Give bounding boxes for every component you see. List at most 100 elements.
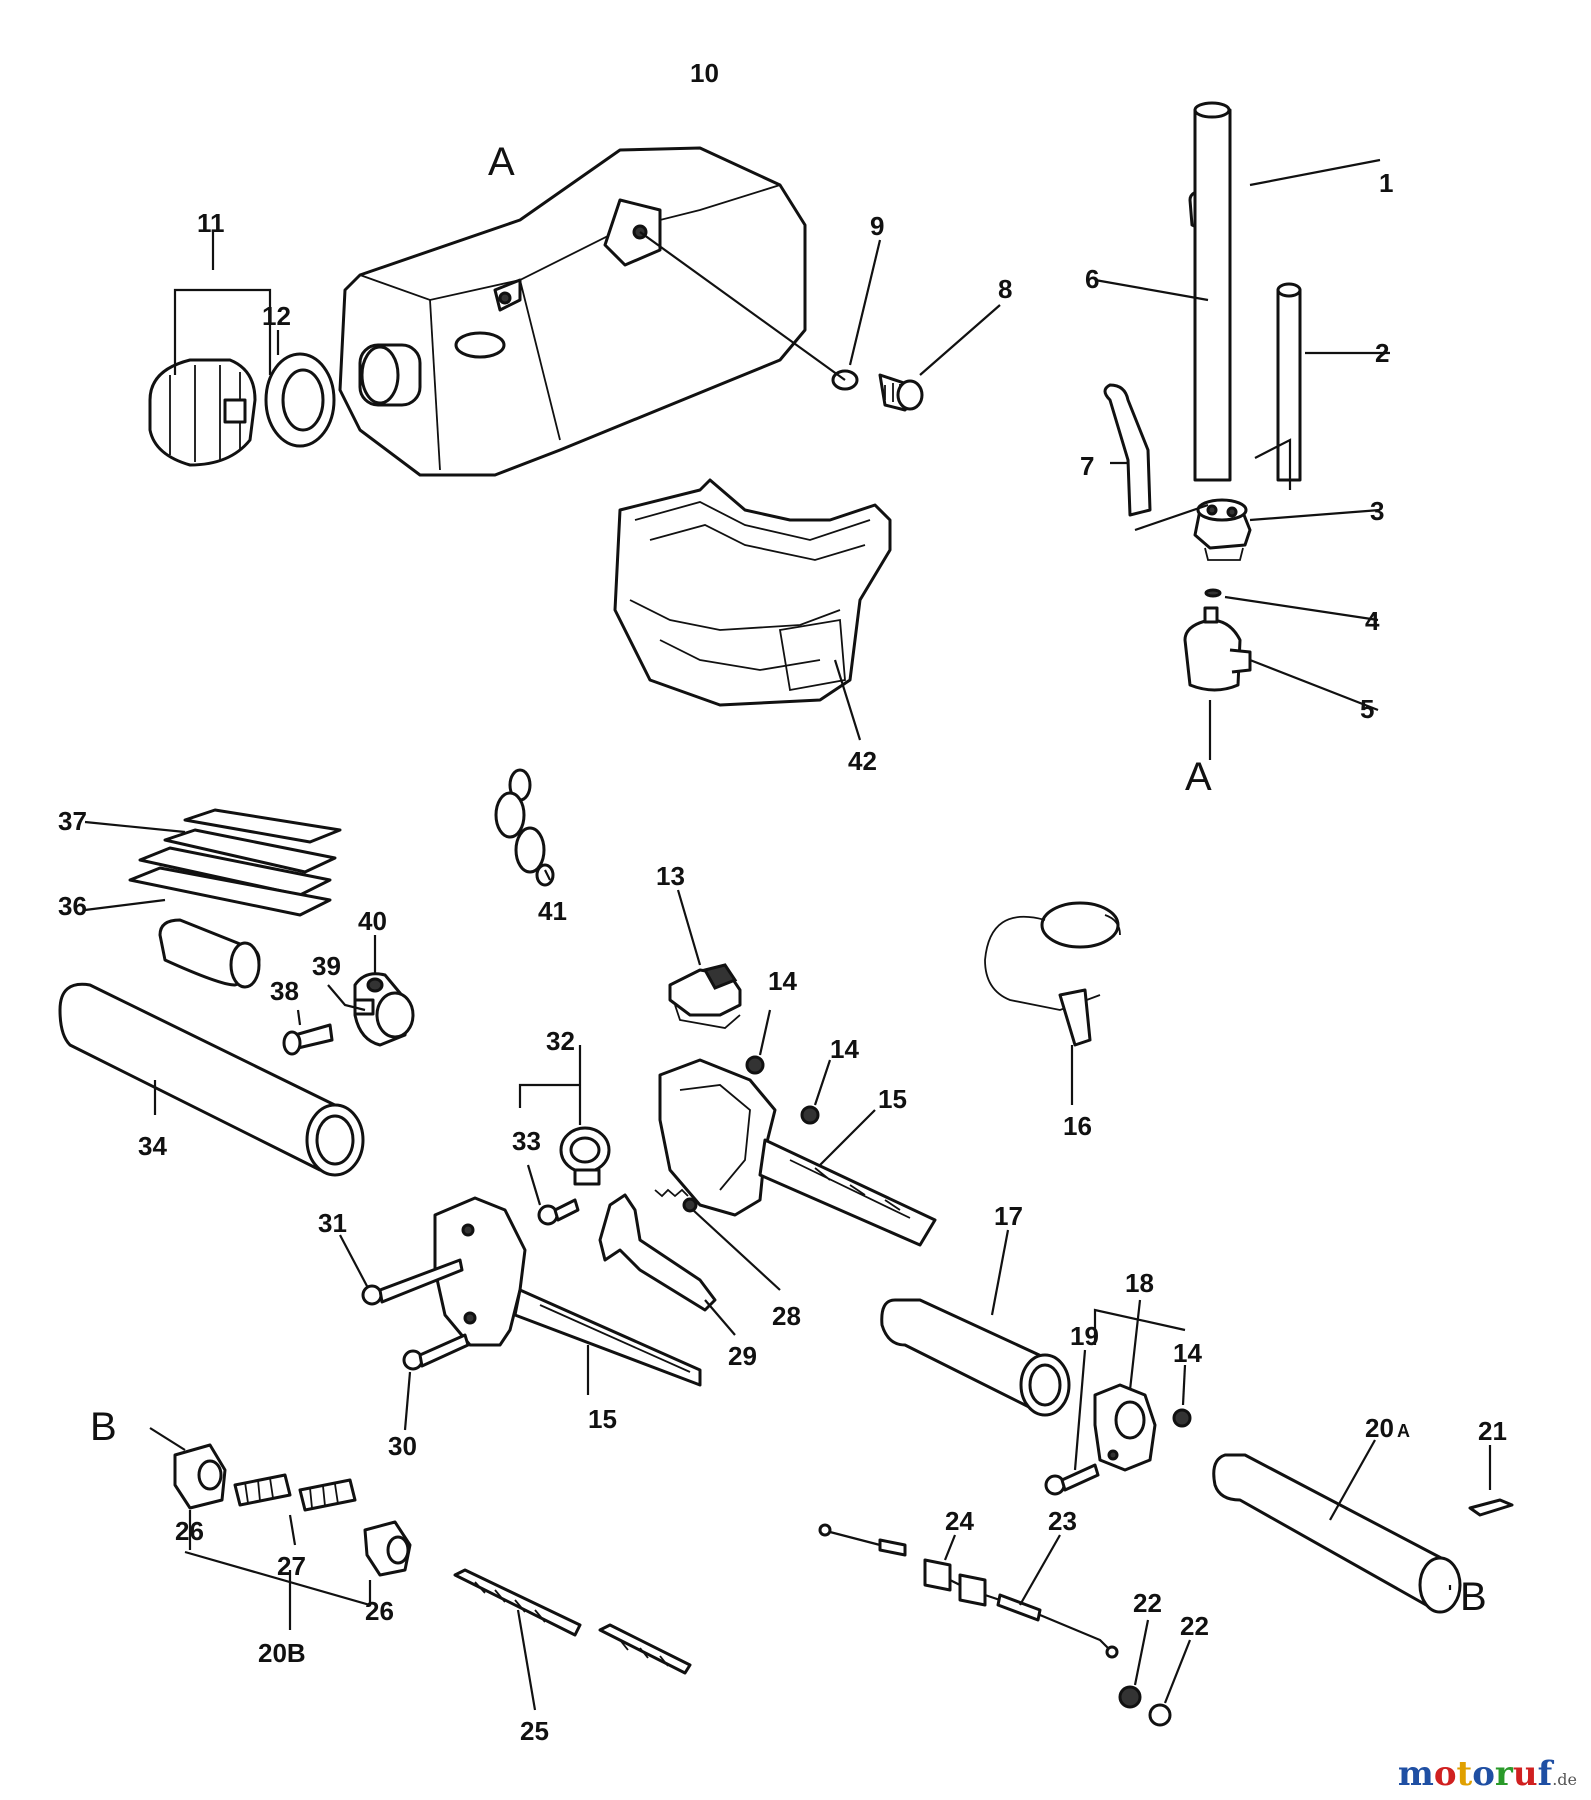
part-label-20a-suffix: A (1397, 1421, 1410, 1441)
grip-17 (880, 1298, 1071, 1417)
part-label-40: 40 (358, 906, 387, 936)
trigger-29 (598, 1193, 717, 1312)
watermark-letter: o (1472, 1754, 1495, 1794)
tube-34 (58, 982, 365, 1177)
throttle-cable (818, 1523, 1119, 1659)
part-label-21: 21 (1478, 1416, 1507, 1446)
part-label-29: 29 (728, 1341, 757, 1371)
screw-33 (537, 1198, 580, 1226)
part-label-3: 3 (1370, 496, 1384, 526)
part-label-41: 41 (538, 896, 567, 926)
clamp-18 (1093, 1383, 1157, 1472)
part-label-37: 37 (58, 806, 87, 836)
watermark-letter: t (1456, 1754, 1473, 1794)
part-label-15b: 15 (588, 1404, 617, 1434)
clamp-39 (353, 972, 415, 1047)
part-label-19: 19 (1070, 1321, 1099, 1351)
watermark-suffix: .de (1552, 1770, 1577, 1789)
wire-harness-16 (984, 901, 1121, 1047)
ref-a-top: A (488, 140, 515, 184)
nut-40 (366, 977, 384, 993)
nut-22a (1118, 1685, 1142, 1709)
part-label-1: 1 (1379, 168, 1393, 198)
ref-b-left: B (90, 1405, 117, 1449)
screw-38 (282, 1023, 334, 1056)
switch-13 (668, 963, 742, 1029)
part-label-42: 42 (848, 746, 877, 776)
fuel-tank (338, 146, 807, 477)
coupling-26-right (363, 1520, 412, 1577)
part-label-38: 38 (270, 976, 299, 1006)
ref-a-bottom: A (1185, 755, 1212, 799)
part-label-20b: 20B (258, 1638, 306, 1668)
part-label-25: 25 (520, 1716, 549, 1746)
part-label-30: 30 (388, 1431, 417, 1461)
drive-shaft-25 (453, 1568, 692, 1675)
part-label-20a: 20 (1365, 1413, 1394, 1443)
fuel-cap (148, 358, 257, 467)
part-label-28: 28 (772, 1301, 801, 1331)
part-label-6: 6 (1085, 264, 1099, 294)
screw-30 (402, 1333, 470, 1371)
screw-8 (878, 373, 924, 412)
ref-b-right: B (1460, 1575, 1487, 1619)
nut-14a (745, 1055, 765, 1075)
part-label-10: 10 (690, 58, 719, 88)
part-label-31: 31 (318, 1208, 347, 1238)
handle-half-15-lower (433, 1196, 702, 1387)
part-label-26b: 26 (365, 1596, 394, 1626)
part-label-4: 4 (1365, 606, 1380, 636)
screw-31 (361, 1258, 464, 1306)
spring-28 (654, 1188, 698, 1213)
part-label-13: 13 (656, 861, 685, 891)
part-label-22b: 22 (1180, 1611, 1209, 1641)
part-label-12: 12 (262, 301, 291, 331)
label-21 (1468, 1498, 1514, 1517)
part-label-15a: 15 (878, 1084, 907, 1114)
part-label-22a: 22 (1133, 1588, 1162, 1618)
part-label-32: 32 (546, 1026, 575, 1056)
tube-20a (1212, 1453, 1462, 1614)
part-label-14b: 14 (830, 1034, 859, 1064)
part-label-36: 36 (58, 891, 87, 921)
motoruf-watermark-logo: motoruf.de (1398, 1754, 1577, 1794)
part-label-33: 33 (512, 1126, 541, 1156)
nut-22b (1148, 1703, 1172, 1727)
cap-gasket (264, 352, 336, 448)
watermark-letter: o (1433, 1754, 1457, 1794)
watermark-letter: m (1397, 1754, 1434, 1794)
watermark-letter: u (1512, 1754, 1538, 1794)
part-label-2: 2 (1375, 338, 1389, 368)
part-label-24: 24 (945, 1506, 974, 1536)
reference-letters: A A B B (90, 140, 1487, 1619)
nut-14b (800, 1105, 820, 1125)
nut-14c (1172, 1408, 1192, 1428)
clamp-32 (559, 1126, 611, 1186)
part-label-11: 11 (197, 208, 225, 238)
part-label-39: 39 (312, 951, 341, 981)
part-label-18: 18 (1125, 1268, 1154, 1298)
watermark-letter: f (1537, 1754, 1553, 1794)
part-label-26a: 26 (175, 1516, 204, 1546)
screw-19 (1044, 1463, 1100, 1496)
part-label-14a: 14 (768, 966, 797, 996)
part-label-8: 8 (998, 274, 1012, 304)
part-label-27: 27 (277, 1551, 306, 1581)
part-label-5: 5 (1360, 694, 1374, 724)
coupling-26-left (173, 1443, 227, 1510)
part-label-7: 7 (1080, 451, 1094, 481)
part-label-9: 9 (870, 211, 884, 241)
watermark-letter: r (1494, 1754, 1513, 1794)
watermark-brand: motoruf (1398, 1754, 1552, 1794)
tank-cradle (613, 478, 892, 707)
fuel-pickup-assembly (1103, 101, 1302, 692)
part-label-16: 16 (1063, 1111, 1092, 1141)
filter-covers (128, 808, 342, 917)
part-label-34: 34 (138, 1131, 167, 1161)
part-numbers: 1 2 3 4 5 6 7 8 9 10 11 12 13 14 14 14 1… (58, 58, 1507, 1746)
filter-insert (158, 918, 261, 989)
handle-half-15-upper (658, 1058, 937, 1247)
part-label-14c: 14 (1173, 1338, 1202, 1368)
